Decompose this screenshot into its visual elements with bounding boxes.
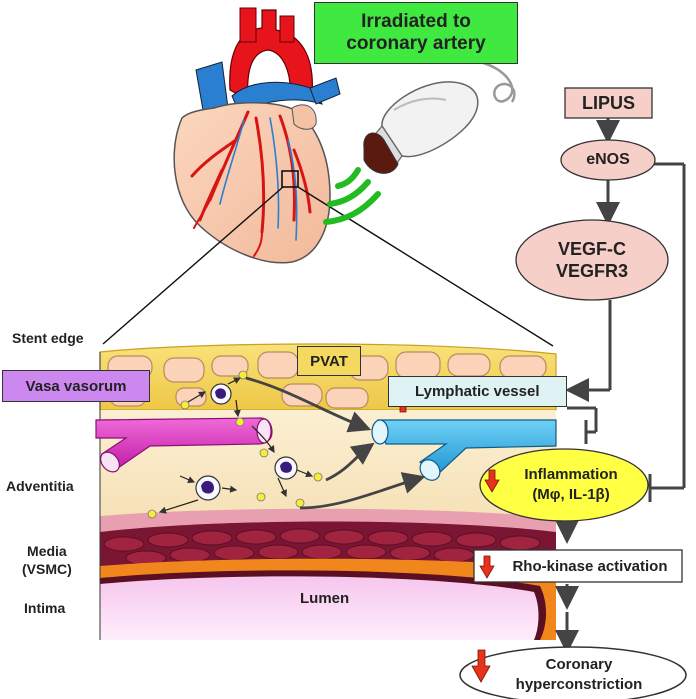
stent-edge-label: Stent edge xyxy=(12,330,84,346)
arrow-down-icon xyxy=(471,649,491,683)
lymphatic-vessel-box: Lymphatic vessel xyxy=(388,376,567,407)
adventitia-label: Adventitia xyxy=(6,478,74,494)
coronary-line1: Coronary xyxy=(545,656,613,673)
arrow-down-icon xyxy=(484,469,500,493)
macrophage-cells xyxy=(195,383,298,501)
rho-kinase-box xyxy=(473,549,683,583)
arrow-down-icon xyxy=(479,555,495,579)
irradiated-label-box: Irradiated to coronary artery xyxy=(314,2,518,64)
lymphatic-vessel xyxy=(371,419,557,481)
media-label: Media (VSMC) xyxy=(22,542,72,578)
cytokine-dots xyxy=(147,370,323,519)
heart-illustration xyxy=(173,7,341,264)
inflammation-line2: (Mφ, IL-1β) xyxy=(532,486,610,503)
drainage-arrows xyxy=(245,376,426,510)
ultrasound-wave-icon xyxy=(323,167,381,225)
coronary-hyperconstriction-oval xyxy=(459,646,687,699)
vasa-vasorum-vessel xyxy=(95,417,273,473)
zoom-line-right xyxy=(297,186,554,347)
inflammation-label: Inflammation (Mφ, IL-1β) xyxy=(506,458,636,512)
cell-migration-arrows xyxy=(158,377,314,514)
ultrasound-probe-icon xyxy=(363,60,516,174)
vegf-label: VEGF-C VEGFR3 xyxy=(516,225,668,295)
coronary-hyperconstriction-label: Coronary hyperconstriction xyxy=(494,652,664,698)
media-line2: (VSMC) xyxy=(22,561,72,577)
rho-kinase-label: Rho-kinase activation xyxy=(512,557,668,575)
irradiated-line1: Irradiated to xyxy=(361,11,471,32)
intima-label: Intima xyxy=(24,600,66,616)
vasa-vasorum-label: Vasa vasorum xyxy=(25,377,127,395)
media-line1: Media xyxy=(27,543,67,559)
lipus-label: LIPUS xyxy=(581,92,635,113)
lumen-label: Lumen xyxy=(300,590,350,607)
vegf-line1: VEGF-C xyxy=(557,239,626,259)
vasa-vasorum-box: Vasa vasorum xyxy=(2,370,150,402)
pvat-label: PVAT xyxy=(310,352,348,370)
enos-label: eNOS xyxy=(586,151,630,168)
zoom-line-left xyxy=(102,186,284,345)
inflammation-line1: Inflammation xyxy=(524,466,618,483)
lymphatic-vessel-label: Lymphatic vessel xyxy=(415,383,540,400)
coronary-line2: hyperconstriction xyxy=(515,676,643,693)
pathway-connectors xyxy=(555,118,686,654)
inflammation-oval xyxy=(479,448,649,522)
vegf-line2: VEGFR3 xyxy=(555,261,629,281)
pvat-box: PVAT xyxy=(297,346,361,376)
zoom-region-marker xyxy=(281,170,299,188)
irradiated-line2: coronary artery xyxy=(346,33,486,54)
enos-oval xyxy=(560,139,656,181)
lipus-box xyxy=(564,87,653,119)
vegf-oval xyxy=(515,219,669,301)
